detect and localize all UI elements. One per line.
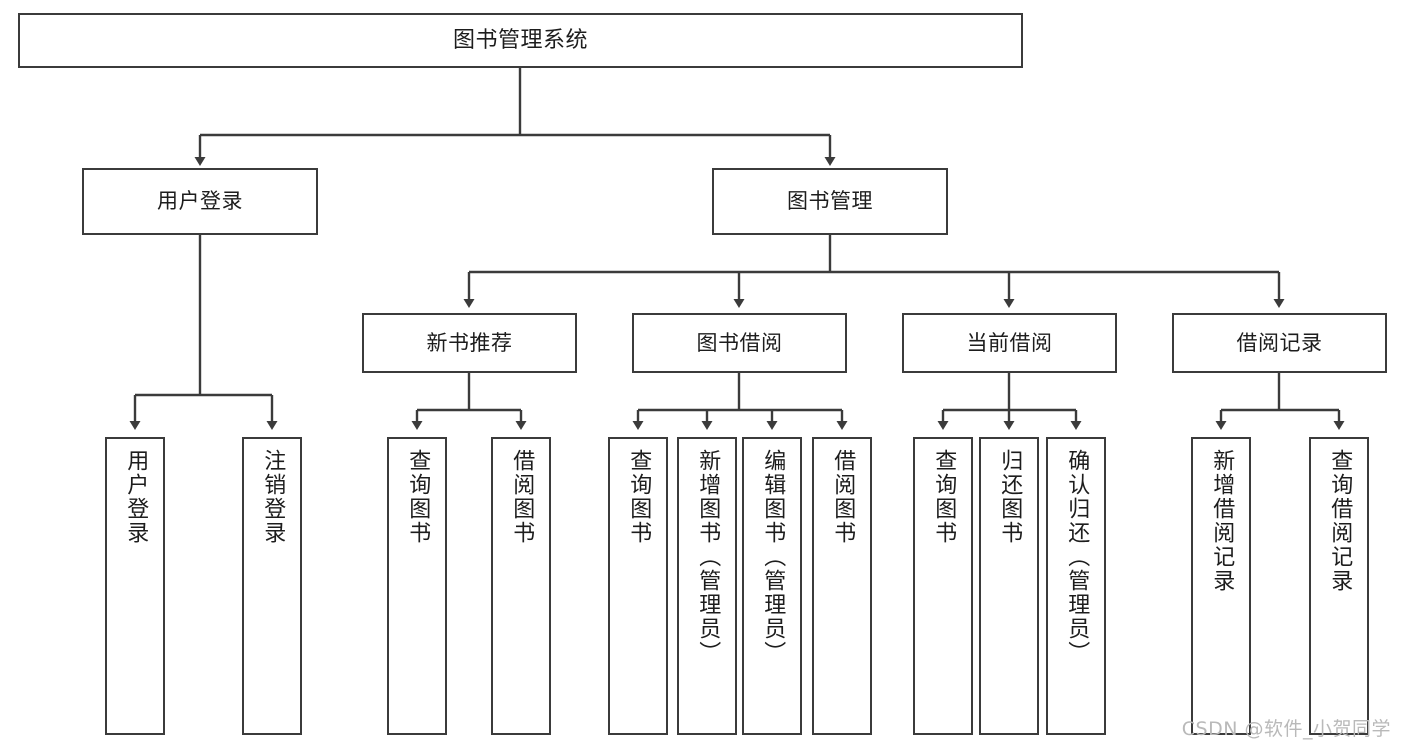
node-label: 图书借阅 (696, 330, 783, 355)
leaf-borrow-book[interactable]: 借阅图书 (812, 437, 872, 735)
leaf-query-borrow-record[interactable]: 查询借阅记录 (1309, 437, 1369, 735)
node-label: 编辑图书（管理员） (760, 449, 786, 665)
node-label: 查询图书 (626, 449, 652, 545)
node-label: 当前借阅 (966, 330, 1053, 355)
node-label: 查询借阅记录 (1327, 449, 1353, 593)
leaf-query-book-borrow[interactable]: 查询图书 (608, 437, 668, 735)
node-label: 图书管理系统 (452, 27, 588, 53)
leaf-confirm-return[interactable]: 确认归还（管理员） (1046, 437, 1106, 735)
node-label: 用户登录 (157, 189, 243, 214)
leaf-user-login[interactable]: 用户登录 (105, 437, 165, 735)
node-label: 新书推荐 (426, 330, 513, 355)
node-label: 借阅记录 (1236, 330, 1323, 355)
node-label: 新增图书（管理员） (695, 449, 721, 665)
node-label: 用户登录 (123, 449, 149, 545)
watermark-text: CSDN @软件_小贺同学 (1181, 718, 1391, 740)
node-label: 查询图书 (931, 449, 957, 545)
leaf-add-book[interactable]: 新增图书（管理员） (677, 437, 737, 735)
node-label: 归还图书 (997, 449, 1023, 545)
leaf-logout-login[interactable]: 注销登录 (242, 437, 302, 735)
leaf-edit-book[interactable]: 编辑图书（管理员） (742, 437, 802, 735)
node-user-login[interactable]: 用户登录 (82, 168, 318, 235)
node-label: 新增借阅记录 (1209, 449, 1235, 593)
node-label: 借阅图书 (830, 449, 856, 545)
node-current-borrow[interactable]: 当前借阅 (902, 313, 1117, 373)
leaf-query-book-recommend[interactable]: 查询图书 (387, 437, 447, 735)
node-label: 查询图书 (405, 449, 431, 545)
node-label: 注销登录 (260, 449, 286, 545)
leaf-add-borrow-record[interactable]: 新增借阅记录 (1191, 437, 1251, 735)
leaf-return-book[interactable]: 归还图书 (979, 437, 1039, 735)
node-label: 借阅图书 (509, 449, 535, 545)
node-label: 图书管理 (787, 189, 873, 214)
node-root-system[interactable]: 图书管理系统 (18, 13, 1023, 68)
node-book-manage[interactable]: 图书管理 (712, 168, 948, 235)
node-new-book-recommend[interactable]: 新书推荐 (362, 313, 577, 373)
node-label: 确认归还（管理员） (1064, 449, 1090, 665)
leaf-borrow-book-recommend[interactable]: 借阅图书 (491, 437, 551, 735)
node-borrow-record[interactable]: 借阅记录 (1172, 313, 1387, 373)
node-book-borrow[interactable]: 图书借阅 (632, 313, 847, 373)
leaf-query-book-current[interactable]: 查询图书 (913, 437, 973, 735)
